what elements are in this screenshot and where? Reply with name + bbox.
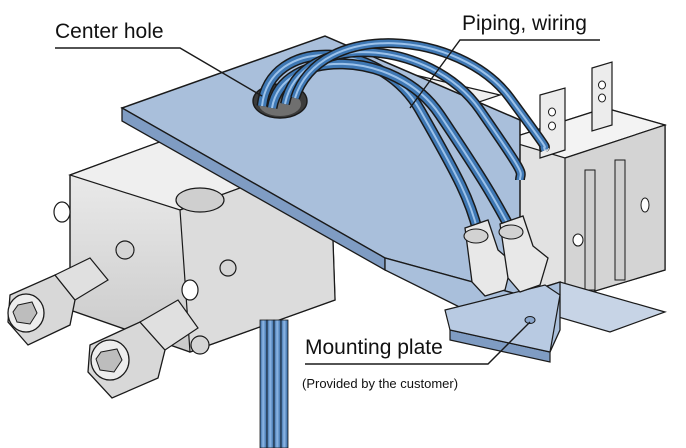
port-fitting-left — [7, 257, 109, 346]
label-center-hole: Center hole — [55, 20, 164, 43]
label-piping-wiring: Piping, wiring — [462, 12, 587, 35]
leader-center-hole — [55, 47, 263, 97]
elbow-fittings — [463, 215, 549, 297]
label-provided-note: (Provided by the customer) — [302, 376, 458, 391]
leader-lines — [55, 39, 600, 365]
leader-mounting-plate — [305, 321, 531, 365]
piping-tubes — [256, 38, 550, 234]
port-fitting-right — [87, 299, 199, 399]
label-mounting-plate: Mounting plate — [305, 336, 443, 359]
tubes-down — [259, 319, 289, 448]
leader-piping-wiring — [409, 39, 600, 109]
